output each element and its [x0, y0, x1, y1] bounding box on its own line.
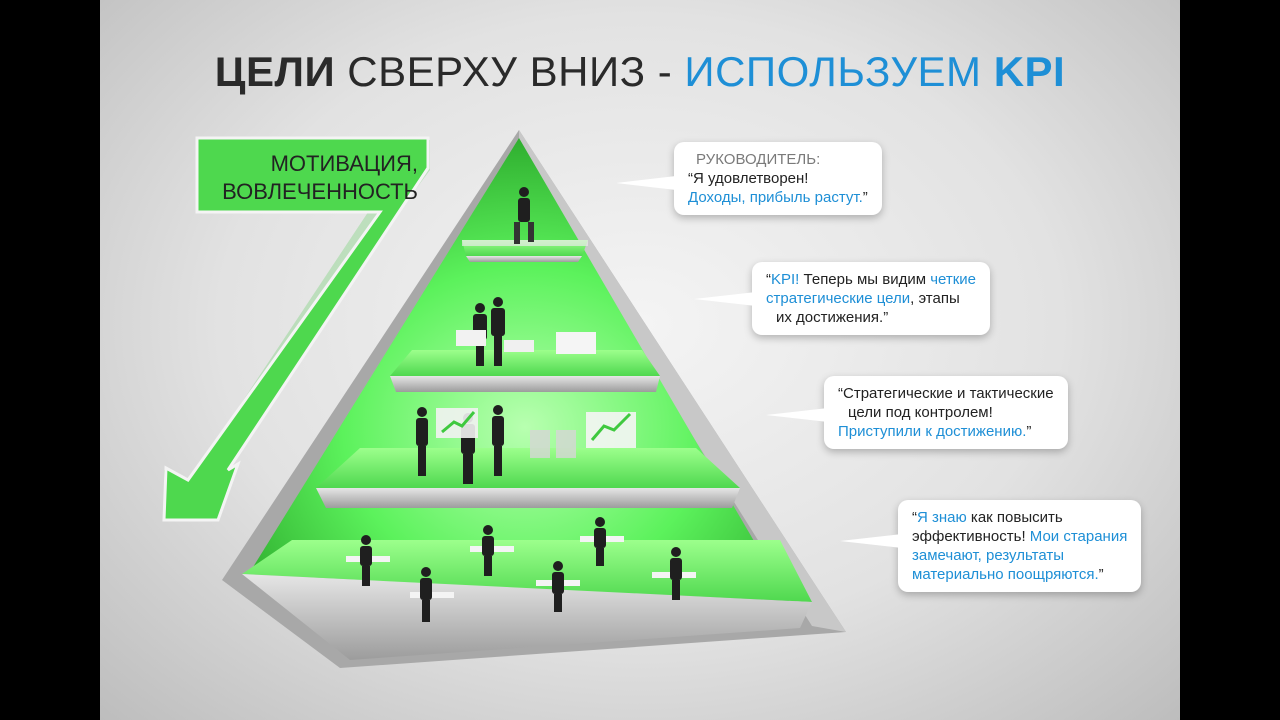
title-part-blue: ИСПОЛЬЗУЕМ — [684, 48, 994, 95]
bubble4-tail — [840, 534, 902, 548]
motivation-arrow — [162, 136, 430, 522]
bubble1-tail — [616, 176, 676, 190]
bubble2-tail — [694, 292, 756, 306]
title-part-bold: ЦЕЛИ — [214, 48, 336, 95]
floor-2 — [390, 350, 660, 392]
bubble4-text-d: Мои старания — [1029, 528, 1128, 545]
arrow-label: МОТИВАЦИЯ, ВОВЛЕЧЕННОСТЬ — [218, 150, 418, 206]
bubble4-quote-end: ” — [1098, 566, 1104, 583]
slide: ЦЕЛИ СВЕРХУ ВНИЗ - ИСПОЛЬЗУЕМ KPI — [100, 0, 1180, 720]
speech-bubble-floor2: “KPI! Теперь мы видим четкие стратегичес… — [752, 262, 991, 335]
bubble4-text-c: эффективность! — [912, 528, 1030, 545]
bubble-role: РУКОВОДИТЕЛЬ: — [696, 151, 821, 168]
title-part-kpi: KPI — [993, 48, 1066, 95]
bubble3-quote-end: ” — [1026, 423, 1032, 440]
people-figures — [346, 187, 696, 622]
arrow-label-line1: МОТИВАЦИЯ, — [270, 151, 418, 176]
bubble2-quote: “ — [766, 271, 771, 288]
slide-title: ЦЕЛИ СВЕРХУ ВНИЗ - ИСПОЛЬЗУЕМ KPI — [100, 48, 1180, 96]
bubble2-text-a: Теперь мы видим — [799, 271, 931, 288]
bubble3-line1: “Стратегические и тактические — [838, 385, 1054, 402]
bubble4-text-e: замечают, результаты — [912, 547, 1064, 564]
bubble2-text-d: , этапы — [910, 290, 960, 307]
bubble4-text-f: материально поощряются. — [912, 566, 1099, 583]
pyramid-diagram — [162, 130, 846, 668]
bubble2-text-b: четкие — [930, 271, 977, 288]
floor-4 — [242, 540, 812, 660]
floor-1 — [462, 240, 588, 262]
bubble3-line3: Приступили к достижению. — [838, 423, 1027, 440]
speech-bubble-floor3: “Стратегические и тактические цели под к… — [824, 376, 1068, 449]
bubble2-text-c: стратегические цели — [766, 290, 911, 307]
bubble4-text-a: Я знаю — [917, 509, 967, 526]
arrow-label-line2: ВОВЛЕЧЕННОСТЬ — [222, 179, 418, 204]
bubble2-kpi: KPI! — [771, 271, 800, 288]
floor-3 — [316, 448, 740, 508]
bubble3-line2: цели под контролем! — [848, 404, 993, 421]
bubble1-quote-end: ” — [862, 189, 868, 206]
speech-bubble-manager: РУКОВОДИТЕЛЬ: “Я удовлетворен! Доходы, п… — [674, 142, 882, 215]
bubble1-line3: Доходы, прибыль растут. — [688, 189, 863, 206]
bubble4-quote: “ — [912, 509, 917, 526]
speech-bubble-floor4: “Я знаю как повысить эффективность! Мои … — [898, 500, 1142, 592]
bubble4-text-b: как повысить — [966, 509, 1063, 526]
title-part-light: СВЕРХУ ВНИЗ - — [335, 48, 685, 95]
bubble1-line2: “Я удовлетворен! — [688, 170, 809, 187]
bubble3-tail — [766, 408, 828, 422]
bubble2-text-e: их достижения.” — [776, 309, 889, 326]
